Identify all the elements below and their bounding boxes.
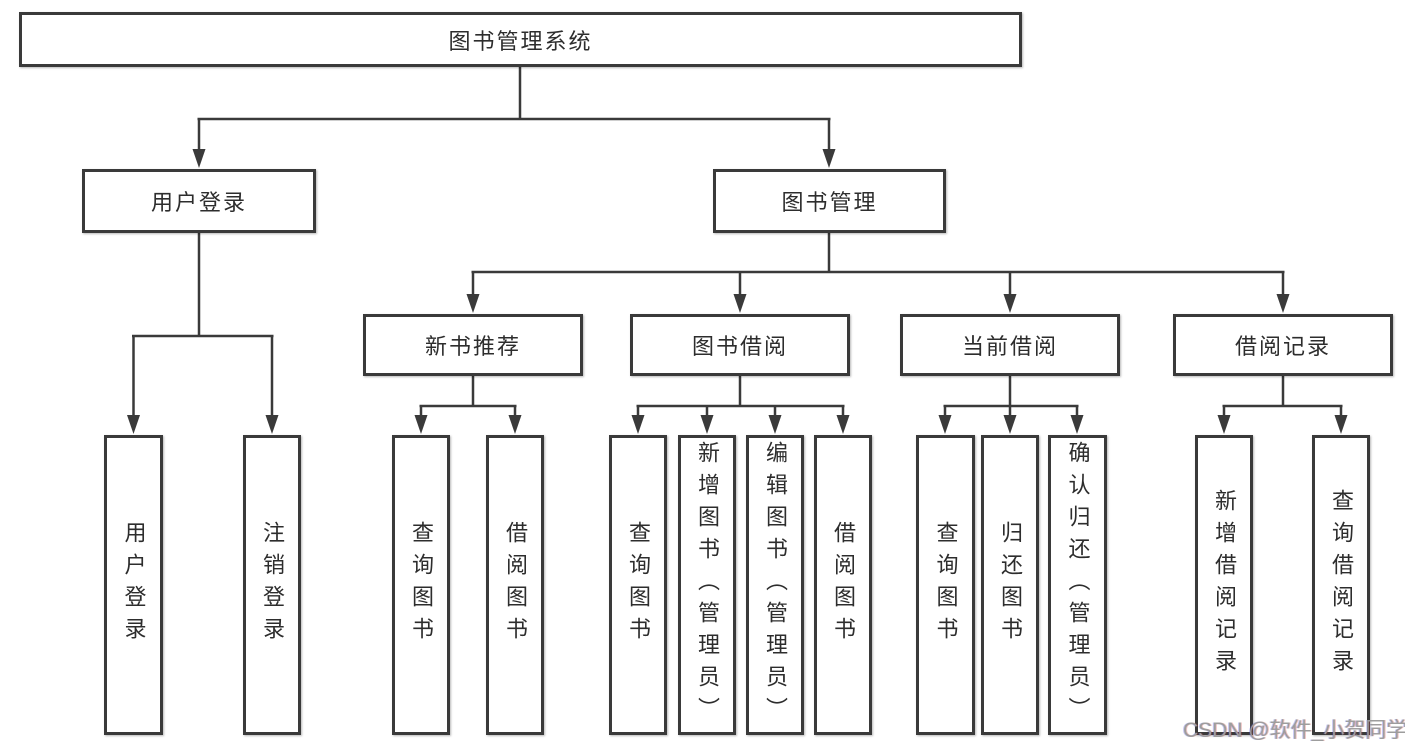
- leaf-label: 新增借阅记录: [1212, 489, 1237, 681]
- leaf-current-query-book: 查询图书: [916, 435, 975, 735]
- leaf-logout: 注销登录: [243, 435, 301, 735]
- leaf-label: 借阅图书: [503, 521, 528, 649]
- leaf-recommend-borrow-book: 借阅图书: [486, 435, 544, 735]
- leaf-records-add-borrow-record: 新增借阅记录: [1195, 435, 1253, 735]
- leaf-borrowing-edit-book-admin: 编辑图书（管理员）: [746, 435, 804, 735]
- leaf-label: 查询图书: [626, 521, 651, 649]
- node-library-management-system: 图书管理系统: [19, 12, 1022, 67]
- node-label: 图书借阅: [691, 334, 788, 359]
- node-user-login: 用户登录: [82, 169, 316, 233]
- leaf-borrowing-query-book: 查询图书: [609, 435, 667, 735]
- leaf-current-confirm-return-admin: 确认归还（管理员）: [1048, 435, 1107, 735]
- connector-arrowheads: [127, 149, 1348, 434]
- leaf-user-login: 用户登录: [104, 435, 163, 735]
- node-label: 当前借阅: [961, 334, 1058, 359]
- node-label: 图书管理系统: [448, 28, 593, 54]
- leaf-label: 注销登录: [260, 521, 285, 649]
- leaf-label: 借阅图书: [831, 521, 856, 649]
- node-new-book-recommend: 新书推荐: [363, 314, 583, 376]
- leaf-records-query-borrow-record: 查询借阅记录: [1312, 435, 1370, 735]
- node-book-borrowing: 图书借阅: [630, 314, 850, 376]
- csdn-watermark: CSDN @软件_小贺同学: [1183, 719, 1405, 742]
- node-current-borrowing: 当前借阅: [900, 314, 1120, 376]
- node-label: 新书推荐: [424, 334, 521, 359]
- leaf-label: 新增图书（管理员）: [695, 441, 720, 729]
- leaf-recommend-query-book: 查询图书: [392, 435, 450, 735]
- node-borrowing-records: 借阅记录: [1173, 314, 1393, 376]
- leaf-label: 查询图书: [933, 521, 959, 649]
- node-book-management: 图书管理: [713, 169, 946, 233]
- node-label: 用户登录: [150, 190, 247, 215]
- leaf-label: 归还图书: [998, 521, 1023, 649]
- leaf-label: 确认归还（管理员）: [1065, 441, 1091, 729]
- node-label: 图书管理: [781, 190, 878, 215]
- node-label: 借阅记录: [1234, 334, 1331, 359]
- leaf-label: 编辑图书（管理员）: [763, 441, 788, 729]
- leaf-label: 查询借阅记录: [1329, 489, 1354, 681]
- leaf-borrowing-borrow-book: 借阅图书: [814, 435, 872, 735]
- leaf-label: 用户登录: [121, 521, 147, 649]
- leaf-borrowing-add-book-admin: 新增图书（管理员）: [678, 435, 736, 735]
- leaf-label: 查询图书: [409, 521, 434, 649]
- leaf-current-return-book: 归还图书: [981, 435, 1039, 735]
